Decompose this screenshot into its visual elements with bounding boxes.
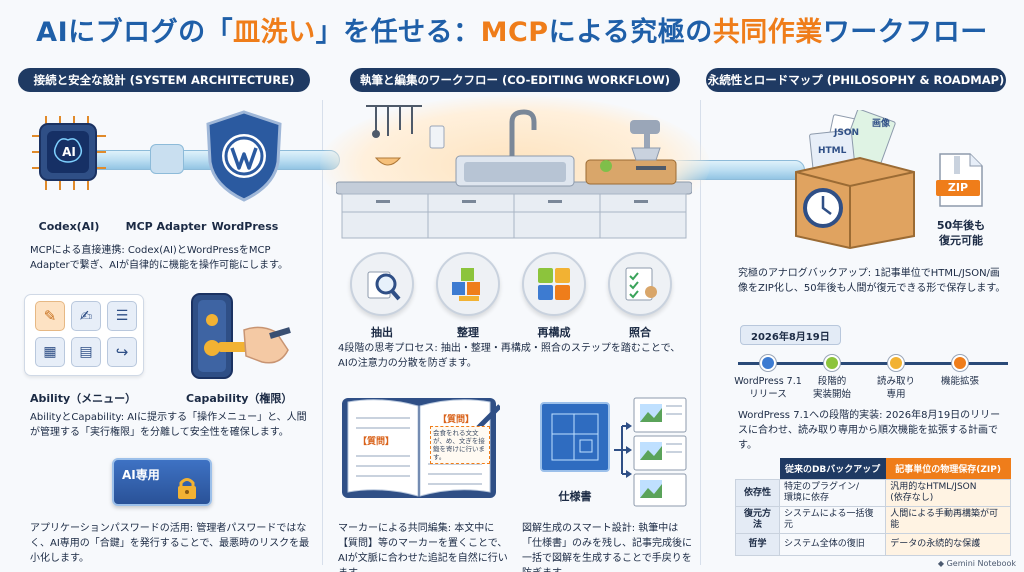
table-cell: システムによる一括復元 [778,506,887,534]
text-block-icon: ▤ [71,337,101,367]
years-label: 50年後も 復元可能 [936,219,986,247]
title-part: による究極の [548,17,713,48]
chip-label: AI [62,145,76,159]
step-label: 照合 [629,326,651,339]
step-label: 整理 [457,326,479,339]
timeline-dot [888,355,904,371]
wordpress-label: WordPress [211,220,279,233]
title-part: 共同作業 [712,17,823,48]
table-cell: 依存性 [735,479,780,507]
capability-key-icon [184,290,294,382]
timeline-dot [760,355,776,371]
table-cell: 人間による手動再構築が可能 [885,506,1011,534]
lock-icon [174,476,200,500]
file-label: 画像 [872,119,891,129]
capability-label: Capability（権限） [186,392,293,405]
blocks-icon [436,252,500,316]
table-cell: 復元方法 [735,506,780,534]
footer-text: Gemini Notebook [946,559,1016,568]
archive-box-icon: HTML JSON 画像 [790,108,920,250]
blueprint-icon [540,402,610,472]
table-header-row: 従来のDBバックアップ 記事単位の物理保存(ZIP) [736,458,1011,480]
diagram-description: 図解生成のスマート設計: 執筆中は「仕様書」のみを残し、記事完成後に一括で図解を… [522,523,692,572]
connect-description: MCPによる直接連携: Codex(AI)とWordPressをMCP Adap… [30,245,288,271]
title-part: MCP [480,17,549,48]
file-label: JSON [834,128,860,138]
footer-credit: ◆ Gemini Notebook [937,559,1016,568]
title-part: 皿洗い [233,17,316,48]
zip-file-icon: ZIP [936,152,984,208]
ability-description: AbilityとCapability: AIに提示する「操作メニュー」と、人間が… [30,412,307,438]
marker-tag: 【質問】 [358,437,395,447]
timeline-description: WordPress 7.1への段階的実装: 2026年8月19日のリリースに合わ… [738,410,1001,451]
page-title: AIにブログの「皿洗い」を任せる：MCPによる究極の共同作業ワークフロー [0,10,1024,49]
codex-chip-icon: AI [30,112,108,194]
backup-description: 究極のアナログバックアップ: 1記事単位でHTML/JSON/画像をZIP化し、… [738,268,1006,294]
title-part: ワークフロー [822,17,988,48]
table-row: 依存性 特定のプラグイン/ 環境に依存 汎用的なHTML/JSON (依存なし) [735,479,1011,507]
table-header: 記事単位の物理保存(ZIP) [885,458,1011,480]
image-icon: ▦ [35,337,65,367]
timeline-label: WordPress 7.1 リリース [734,376,802,400]
file-label: HTML [818,146,847,156]
table-row: 哲学 システム全体の復旧 データの永続的な保護 [735,533,1011,556]
step-label: 抽出 [371,326,393,339]
ai-card-label: AI専用 [122,468,160,482]
comparison-table: 従来のDBバックアップ 記事単位の物理保存(ZIP) 依存性 特定のプラグイン/… [735,458,1011,556]
wordpress-shield-icon [204,110,284,202]
password-description: アプリケーションパスワードの活用: 管理者パスワードではなく、AI専用の「合鍵」… [30,523,310,564]
timeline-label: 段階的 実装開始 [812,376,851,400]
timeline-dot [952,355,968,371]
magnifier-icon [350,252,414,316]
table-cell: 哲学 [735,533,780,556]
timeline-label: 機能拡張 [940,376,979,387]
title-part: AIにブログの「 [36,17,234,48]
step-label: 再構成 [537,326,571,339]
column-divider [700,100,701,565]
document-icon: ☰ [107,301,137,331]
puzzle-icon [522,252,586,316]
table-cell: システム全体の復旧 [778,533,887,556]
kitchen-sink-icon [335,100,693,240]
section-header-architecture: 接続と安全な設計 (SYSTEM ARCHITECTURE) [18,68,310,92]
ai-key-card: AI専用 [112,458,212,506]
timeline-date: 2026年8月19日 [740,325,841,345]
edit-icon: ✍ [71,301,101,331]
section-header-workflow: 執筆と編集のワークフロー (CO-EDITING WORKFLOW) [350,68,680,92]
marker-description: マーカーによる共同編集: 本文中に【質問】等のマーカーを置くことで、AIが文脈に… [338,523,508,572]
section-header-roadmap: 永続性とロードマップ (PHILOSOPHY & ROADMAP) [706,68,1006,92]
table-row: 復元方法 システムによる一括復元 人間による手動再構築が可能 [735,506,1011,534]
pencil-icon: ✎ [35,301,65,331]
table-cell: データの永続的な保護 [885,533,1011,556]
open-book-icon: 【質問】 【質問】 会食をれる文文が、め、文ぎを接鍛を寄けに行います。 [338,392,502,504]
title-part: 」を任せる： [315,17,481,48]
codex-label: Codex(AI) [38,220,100,233]
table-header [736,458,780,480]
timeline-dot [824,355,840,371]
adapter-node [150,144,184,174]
table-cell: 特定のプラグイン/ 環境に依存 [778,479,887,507]
marker-tag: 【質問】 [438,415,475,425]
adapter-label: MCP Adapter [125,220,207,233]
timeline-label: 読み取り 専用 [876,376,915,400]
table-header: 従来のDBバックアップ [779,458,886,480]
ability-menu-panel: ✎ ✍ ☰ ▦ ▤ ↪ [24,294,144,376]
timeline-line [738,362,1008,365]
table-cell: 汎用的なHTML/JSON (依存なし) [885,479,1011,507]
checklist-icon [608,252,672,316]
column-divider [322,100,323,565]
marker-note: 会食をれる文文が、め、文ぎを接鍛を寄けに行います。 [430,426,490,464]
zip-label: ZIP [947,181,969,194]
page-image-icon [632,396,690,508]
ability-label: Ability（メニュー） [30,392,137,405]
share-icon: ↪ [107,337,137,367]
arrow-icon [612,420,632,480]
spec-label: 仕様書 [558,490,592,503]
steps-description: 4段階の思考プロセス: 抽出・整理・再構成・照合のステップを踏むことで、AIの注… [338,343,681,369]
